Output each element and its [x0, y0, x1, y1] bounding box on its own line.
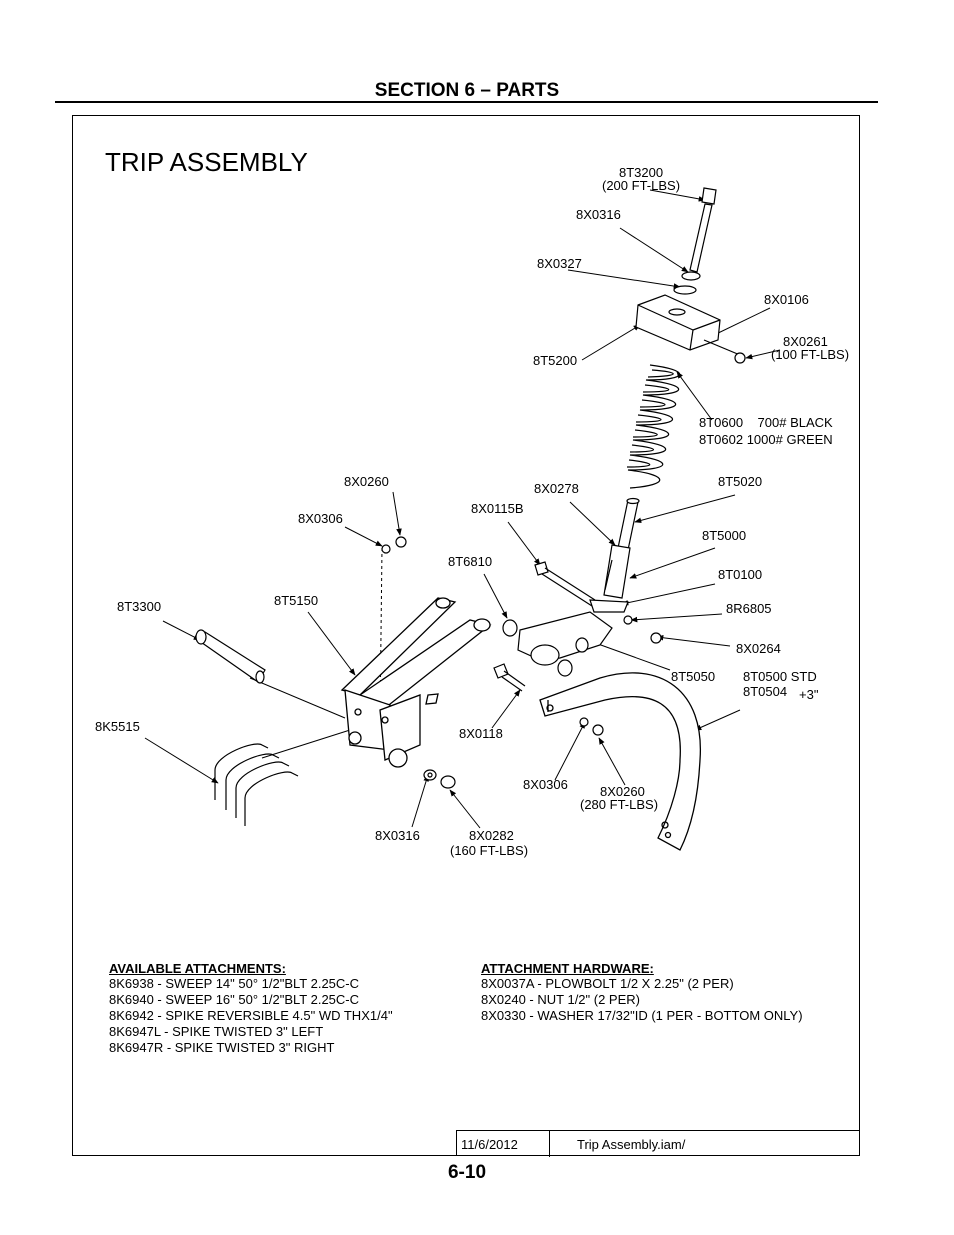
- label-8X0260-torque: (280 FT-LBS): [580, 797, 659, 812]
- label-8K5515: 8K5515: [95, 719, 140, 734]
- label-8X0282: 8X0282: [469, 828, 514, 843]
- title-block-divider: [549, 1131, 550, 1157]
- attachment-item: 8K6942 - SPIKE REVERSIBLE 4.5" WD THX1/4…: [109, 1008, 393, 1023]
- spring-cap: [635, 294, 746, 364]
- label-8R6805: 8R6805: [726, 601, 772, 616]
- label-8X0260-bottom: 8X0260: [600, 784, 645, 799]
- title-block-date: 11/6/2012: [461, 1137, 518, 1152]
- hardware-heading: ATTACHMENT HARDWARE:: [481, 961, 654, 976]
- label-8X0106: 8X0106: [764, 292, 809, 307]
- label-8T5050: 8T5050: [671, 669, 716, 684]
- header-rule: [55, 101, 878, 103]
- label-8X0118: 8X0118: [459, 726, 503, 741]
- hardware-item: 8X0330 - WASHER 17/32"ID (1 PER - BOTTOM…: [481, 1008, 803, 1023]
- coil-spring: [626, 364, 681, 489]
- label-8X0327: 8X0327: [537, 256, 582, 271]
- label-8T6810: 8T6810: [448, 554, 493, 569]
- small-bolts: [381, 536, 662, 736]
- label-8T0600: 8T0600 700# BLACK: [699, 415, 833, 430]
- attachment-item: 8K6947L - SPIKE TWISTED 3" LEFT: [109, 1024, 324, 1039]
- label-8T0100: 8T0100: [718, 567, 763, 582]
- label-8X0306-bottom: 8X0306: [523, 777, 568, 792]
- diagram-title: TRIP ASSEMBLY: [105, 147, 308, 177]
- attachments-list: 8K6938 - SWEEP 14" 50° 1/2"BLT 2.25C-C 8…: [109, 976, 393, 1056]
- label-8X0282-torque: (160 FT-LBS): [450, 843, 529, 858]
- bolt-8T3200: [673, 187, 717, 295]
- drawing-frame: [72, 115, 860, 1156]
- hardware-item: 8X0037A - PLOWBOLT 1/2 X 2.25" (2 PER): [481, 976, 734, 991]
- section-heading: SECTION 6 – PARTS: [374, 80, 560, 101]
- label-8X0261-torque: (100 FT-LBS): [771, 347, 850, 362]
- label-8T3300: 8T3300: [117, 599, 162, 614]
- label-8X0306-top: 8X0306: [298, 511, 343, 526]
- pivot-casting: [517, 611, 613, 677]
- label-8T0602: 8T0602 1000# GREEN: [699, 432, 833, 447]
- label-8X0264: 8X0264: [736, 641, 781, 656]
- center-rod: [589, 497, 640, 613]
- label-8T0504-size: +3": [799, 687, 819, 702]
- bottom-hardware: [423, 769, 456, 789]
- attachment-item: 8K6947R - SPIKE TWISTED 3" RIGHT: [109, 1040, 335, 1055]
- attachment-item: 8K6938 - SWEEP 14" 50° 1/2"BLT 2.25C-C: [109, 976, 360, 991]
- page-number: 6-10: [447, 1162, 487, 1183]
- label-8T5020: 8T5020: [718, 474, 763, 489]
- label-8T3200: 8T3200: [619, 165, 664, 180]
- pivot-pin: [195, 629, 266, 684]
- label-8X0115B: 8X0115B: [471, 501, 524, 516]
- label-8X0261: 8X0261: [783, 334, 828, 349]
- label-8X0260-top: 8X0260: [344, 474, 389, 489]
- label-8X0278: 8X0278: [534, 481, 579, 496]
- leader-lines: [144, 189, 781, 829]
- hardware-list: 8X0037A - PLOWBOLT 1/2 X 2.25" (2 PER) 8…: [481, 976, 803, 1024]
- label-8T3200-torque: (200 FT-LBS): [602, 178, 681, 193]
- title-block: 11/6/2012 Trip Assembly.iam/: [456, 1130, 860, 1157]
- label-8T5150: 8T5150: [274, 593, 319, 608]
- attachments-heading: AVAILABLE ATTACHMENTS:: [109, 961, 286, 976]
- label-8X0316-bottom: 8X0316: [375, 828, 420, 843]
- attachment-item: 8K6940 - SWEEP 16" 50° 1/2"BLT 2.25C-C: [109, 992, 360, 1007]
- label-8T0500: 8T0500 STD: [743, 669, 817, 684]
- label-8T5200: 8T5200: [533, 353, 578, 368]
- hardware-item: 8X0240 - NUT 1/2" (2 PER): [481, 992, 640, 1007]
- label-8T5000: 8T5000: [702, 528, 747, 543]
- label-8T0504: 8T0504: [743, 684, 788, 699]
- u-bolts: [214, 743, 299, 826]
- mount-frame: [340, 597, 492, 768]
- shank: [539, 672, 701, 851]
- title-block-file: Trip Assembly.iam/: [577, 1137, 686, 1152]
- label-8X0316-top: 8X0316: [576, 207, 621, 222]
